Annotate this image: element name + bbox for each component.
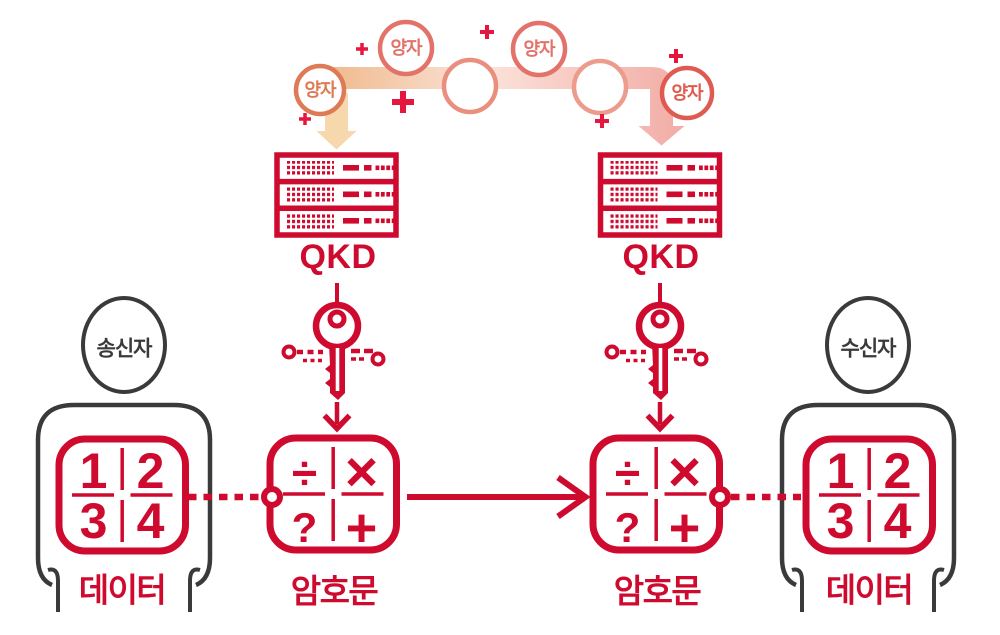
data-cell: 1 <box>826 443 855 499</box>
plus-icon <box>669 49 683 63</box>
quantum-particle-circle <box>441 57 499 115</box>
cipher-cell: × <box>344 440 379 504</box>
key-icon-right <box>607 283 707 429</box>
data-cell: 4 <box>883 493 912 549</box>
transmission-arrow <box>407 475 591 519</box>
quantum-particle-label: 양자 <box>523 39 555 59</box>
quantum-particle-circle <box>377 19 435 77</box>
quantum-particle-label: 양자 <box>390 38 422 58</box>
cipher-cell: ? <box>614 504 641 551</box>
plus-icon <box>595 114 609 128</box>
cipher-grid-right: ÷ × ? + <box>599 440 713 556</box>
plus-icon <box>299 113 311 125</box>
connector-node-right <box>709 486 731 508</box>
cipher-cell: ÷ <box>291 446 318 499</box>
data-cell: 3 <box>79 493 108 549</box>
plus-icons <box>299 25 683 128</box>
connector-node-left <box>261 486 283 508</box>
data-cell: 2 <box>136 443 165 499</box>
quantum-channel-band <box>323 67 685 146</box>
cipher-cell: + <box>668 498 701 558</box>
sender-role-label: 송신자 <box>96 337 153 361</box>
cipher-caption-right: 암호문 <box>613 572 702 610</box>
qkd-server-icon-left <box>277 155 396 235</box>
quantum-particle-circle <box>659 65 715 121</box>
data-grid-sender: 1 2 3 4 <box>65 443 179 549</box>
qkd-label-right: QKD <box>622 238 700 276</box>
receiver-role-label: 수신자 <box>840 337 897 361</box>
data-cell: 3 <box>826 493 855 549</box>
plus-icon <box>480 25 494 39</box>
quantum-particle-label: 양자 <box>304 80 336 100</box>
quantum-particle-circle <box>293 63 347 117</box>
quantum-particle-circle <box>510 20 568 78</box>
data-caption-receiver: 데이터 <box>825 571 914 609</box>
cipher-caption-left: 암호문 <box>290 572 379 610</box>
data-cell: 1 <box>79 443 108 499</box>
data-caption-sender: 데이터 <box>78 571 167 609</box>
data-grid-receiver: 1 2 3 4 <box>812 443 926 549</box>
plus-icon <box>392 91 414 113</box>
qkd-server-icon-right <box>601 155 720 235</box>
qkd-label-left: QKD <box>299 238 377 276</box>
data-cell: 4 <box>136 493 165 549</box>
cipher-cell: ? <box>291 504 318 551</box>
cipher-cell: ÷ <box>614 446 641 499</box>
cipher-grid-left: ÷ × ? + <box>276 440 390 556</box>
cipher-cell: + <box>345 498 378 558</box>
data-cell: 2 <box>883 443 912 499</box>
quantum-particle-label: 양자 <box>671 83 703 103</box>
key-icon-left <box>284 283 384 429</box>
plus-icon <box>356 43 368 55</box>
cipher-cell: × <box>667 440 702 504</box>
quantum-particle-circle <box>571 58 629 116</box>
